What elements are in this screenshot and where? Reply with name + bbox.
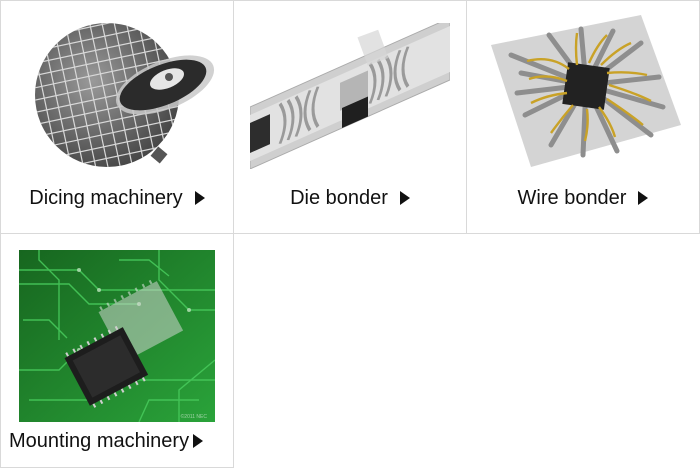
card-label: Wire bonder <box>517 187 627 209</box>
card-wire-bonder[interactable]: Wire bonder <box>466 0 700 234</box>
card-caption: Die bonder <box>234 187 466 210</box>
card-mounting-machinery[interactable]: ©2011 NEC Mounting machinery <box>0 233 234 468</box>
triangle-right-icon <box>194 190 205 205</box>
card-caption: Mounting machinery <box>1 430 233 453</box>
die-bonding-image <box>250 23 450 169</box>
card-caption: Wire bonder <box>467 187 699 210</box>
card-label: Dicing machinery <box>29 187 183 209</box>
wire-bonding-image <box>491 15 681 167</box>
card-caption: Dicing machinery <box>1 187 233 210</box>
card-label: Die bonder <box>290 187 388 209</box>
wafer-dicing-image <box>33 15 215 167</box>
card-die-bonder[interactable]: Die bonder <box>233 0 467 234</box>
triangle-right-icon <box>638 190 649 205</box>
triangle-right-icon <box>399 190 410 205</box>
card-label: Mounting machinery <box>9 430 190 452</box>
image-watermark: ©2011 NEC <box>181 413 208 420</box>
chip-mounting-image: ©2011 NEC <box>19 250 215 422</box>
card-dicing-machinery[interactable]: Dicing machinery <box>0 0 234 234</box>
triangle-right-icon <box>193 433 204 448</box>
